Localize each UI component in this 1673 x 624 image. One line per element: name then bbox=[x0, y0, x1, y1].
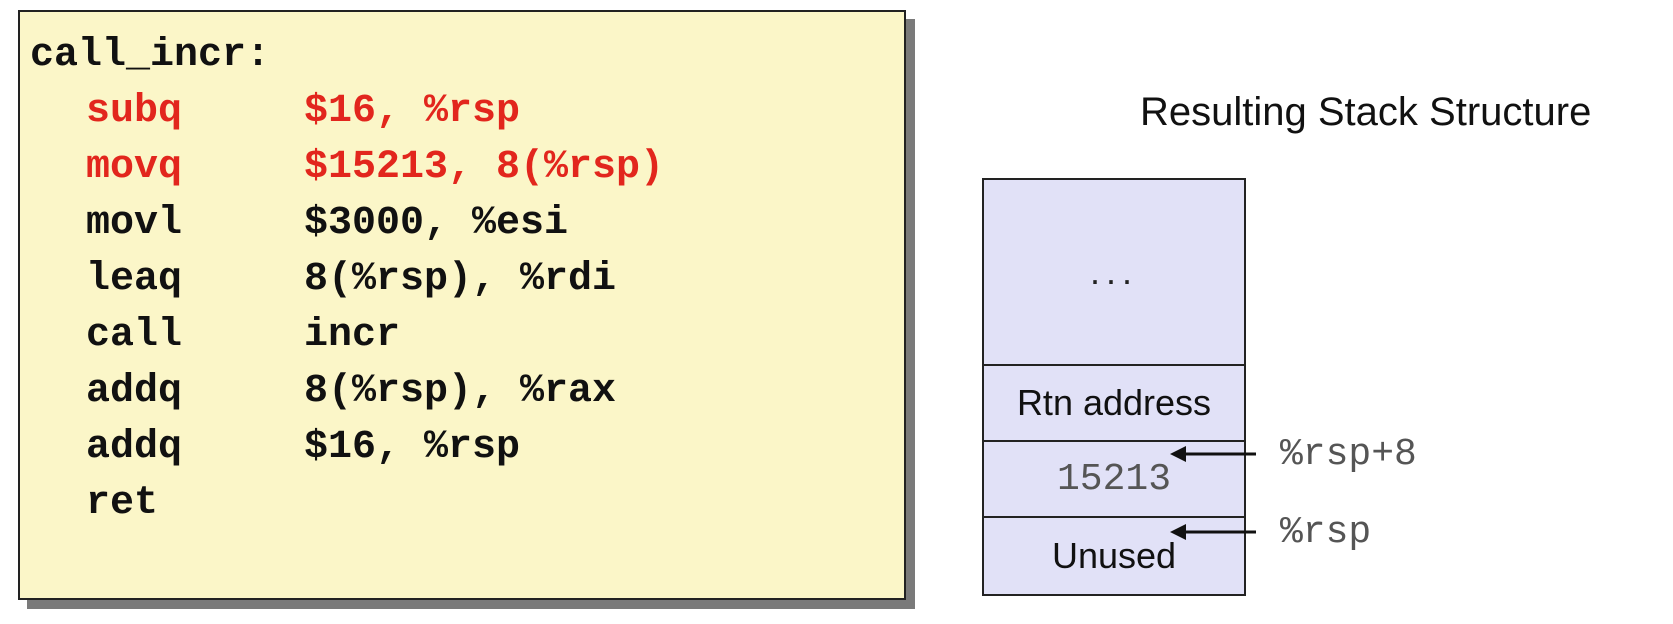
pointer-label: %rsp+8 bbox=[1280, 432, 1417, 476]
code-op: leaq bbox=[86, 257, 183, 302]
code-args: 8(%rsp), %rdi bbox=[304, 257, 617, 302]
pointer-rsp-plus-8: %rsp+8 bbox=[1170, 432, 1417, 476]
stack-title: Resulting Stack Structure bbox=[1140, 90, 1592, 134]
code-op: call bbox=[86, 313, 183, 358]
stack-cell-ellipsis: ... bbox=[1089, 251, 1138, 292]
stack-cell-return-address: Rtn address bbox=[984, 364, 1244, 440]
stack-diagram: ... Rtn address 15213 Unused bbox=[982, 178, 1246, 596]
code-args: $16, %rsp bbox=[304, 89, 521, 134]
assembly-code: call_incr: subq $16, %rsp movq $15213, 8(%… bbox=[30, 28, 664, 532]
code-args: $15213, 8(%rsp) bbox=[304, 145, 665, 190]
code-line: movq $15213, 8(%rsp) bbox=[30, 140, 664, 196]
code-line: call incr bbox=[30, 308, 664, 364]
code-op: addq bbox=[86, 369, 183, 414]
stack-cell-value: 15213 bbox=[984, 440, 1244, 516]
code-op: movl bbox=[86, 201, 183, 246]
code-op: subq bbox=[86, 89, 183, 134]
code-line: addq 8(%rsp), %rax bbox=[30, 364, 664, 420]
function-label: call_incr: bbox=[30, 33, 271, 78]
code-panel: call_incr: subq $16, %rsp movq $15213, 8(%… bbox=[18, 10, 906, 600]
left-arrow-icon bbox=[1170, 524, 1256, 540]
code-args: 8(%rsp), %rax bbox=[304, 369, 617, 414]
pointer-label: %rsp bbox=[1280, 510, 1372, 554]
code-line: movl $3000, %esi bbox=[30, 196, 664, 252]
code-args: $3000, %esi bbox=[304, 201, 569, 246]
stack-cell-unused: Unused bbox=[984, 516, 1244, 594]
code-line: leaq 8(%rsp), %rdi bbox=[30, 252, 664, 308]
code-args: incr bbox=[304, 313, 401, 358]
code-op: addq bbox=[86, 425, 183, 470]
code-op: ret bbox=[86, 481, 159, 526]
code-line: subq $16, %rsp bbox=[30, 84, 664, 140]
code-line: ret bbox=[30, 476, 664, 532]
code-line: addq $16, %rsp bbox=[30, 420, 664, 476]
code-op: movq bbox=[86, 145, 183, 190]
pointer-rsp: %rsp bbox=[1170, 510, 1372, 554]
left-arrow-icon bbox=[1170, 446, 1256, 462]
code-args: $16, %rsp bbox=[304, 425, 521, 470]
